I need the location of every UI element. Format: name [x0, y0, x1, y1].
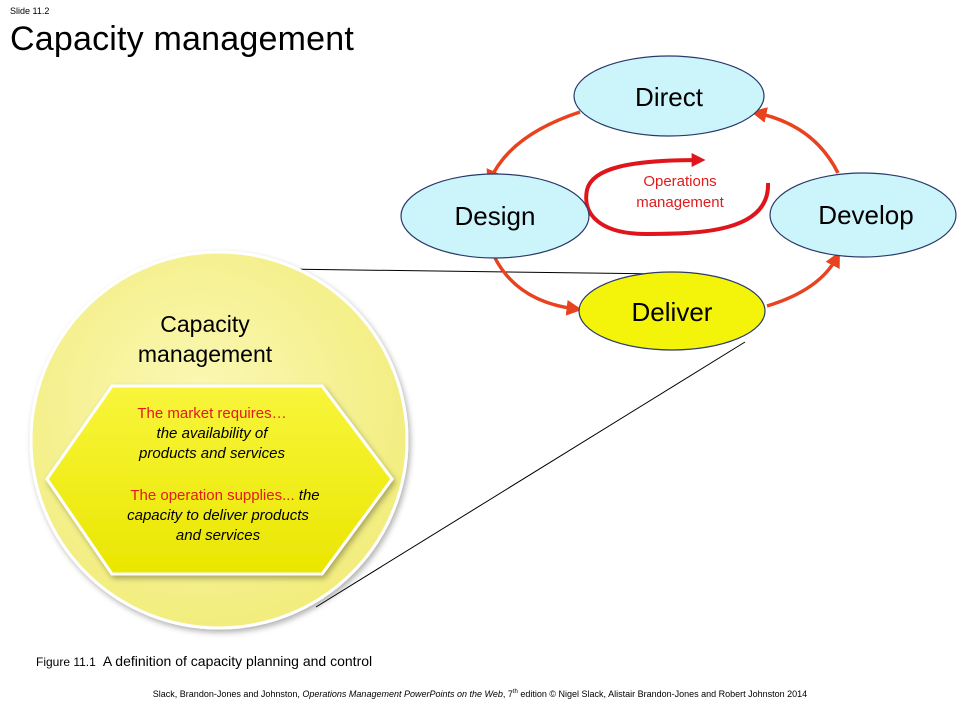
- node-develop-label: Develop: [818, 200, 913, 230]
- operations-management-label-line2: management: [636, 194, 724, 211]
- arrow-design-to-deliver: [493, 257, 583, 316]
- slide-number: Slide 11.2: [10, 6, 50, 16]
- node-deliver: Deliver: [578, 271, 766, 351]
- operation-supplies-line2: capacity to deliver products: [127, 507, 309, 524]
- node-deliver-label: Deliver: [632, 297, 713, 327]
- figure-caption-text: A definition of capacity planning and co…: [102, 653, 373, 669]
- operation-supplies-lead: The operation supplies...: [130, 487, 294, 504]
- capacity-management-title-line2: management: [138, 341, 273, 367]
- operations-management-loop-arrow: [584, 153, 771, 237]
- figure-number: Figure 11.1: [36, 655, 96, 669]
- market-requires-line2: products and services: [138, 445, 285, 462]
- capacity-management-title-line1: Capacity: [160, 311, 250, 337]
- credits-book-title: Operations Management PowerPoints on the…: [302, 689, 503, 699]
- arrow-direct-to-design: [486, 110, 581, 186]
- node-design: Design: [400, 173, 590, 259]
- node-direct: Direct: [573, 55, 765, 137]
- page-title: Capacity management: [10, 20, 354, 58]
- arrow-deliver-to-develop: [766, 251, 840, 308]
- credits-edition-sup: th: [512, 689, 518, 695]
- node-design-label: Design: [455, 201, 536, 231]
- credits-suffix: edition © Nigel Slack, Alistair Brandon-…: [517, 689, 808, 699]
- figure-caption: Figure 11.1 A definition of capacity pla…: [36, 653, 372, 669]
- supply-demand-hexagon: [45, 384, 394, 576]
- arrow-develop-to-direct: [750, 107, 840, 174]
- credits-prefix: Slack, Brandon-Jones and Johnston,: [152, 689, 303, 699]
- node-develop: Develop: [769, 172, 957, 258]
- operation-supplies-line: The operation supplies... the: [130, 487, 319, 504]
- operations-management-label-line1: Operations: [643, 173, 716, 190]
- operation-supplies-line3: and services: [176, 527, 261, 544]
- market-requires-line1: the availability of: [157, 425, 270, 442]
- node-direct-label: Direct: [635, 82, 704, 112]
- zoom-connector-line-bottom: [315, 341, 746, 608]
- credits-footer: Slack, Brandon-Jones and Johnston, Opera…: [0, 689, 960, 699]
- market-requires-lead: The market requires…: [137, 405, 286, 422]
- operation-supplies-tail: the: [295, 487, 320, 504]
- credits-edition: , 7: [502, 689, 513, 699]
